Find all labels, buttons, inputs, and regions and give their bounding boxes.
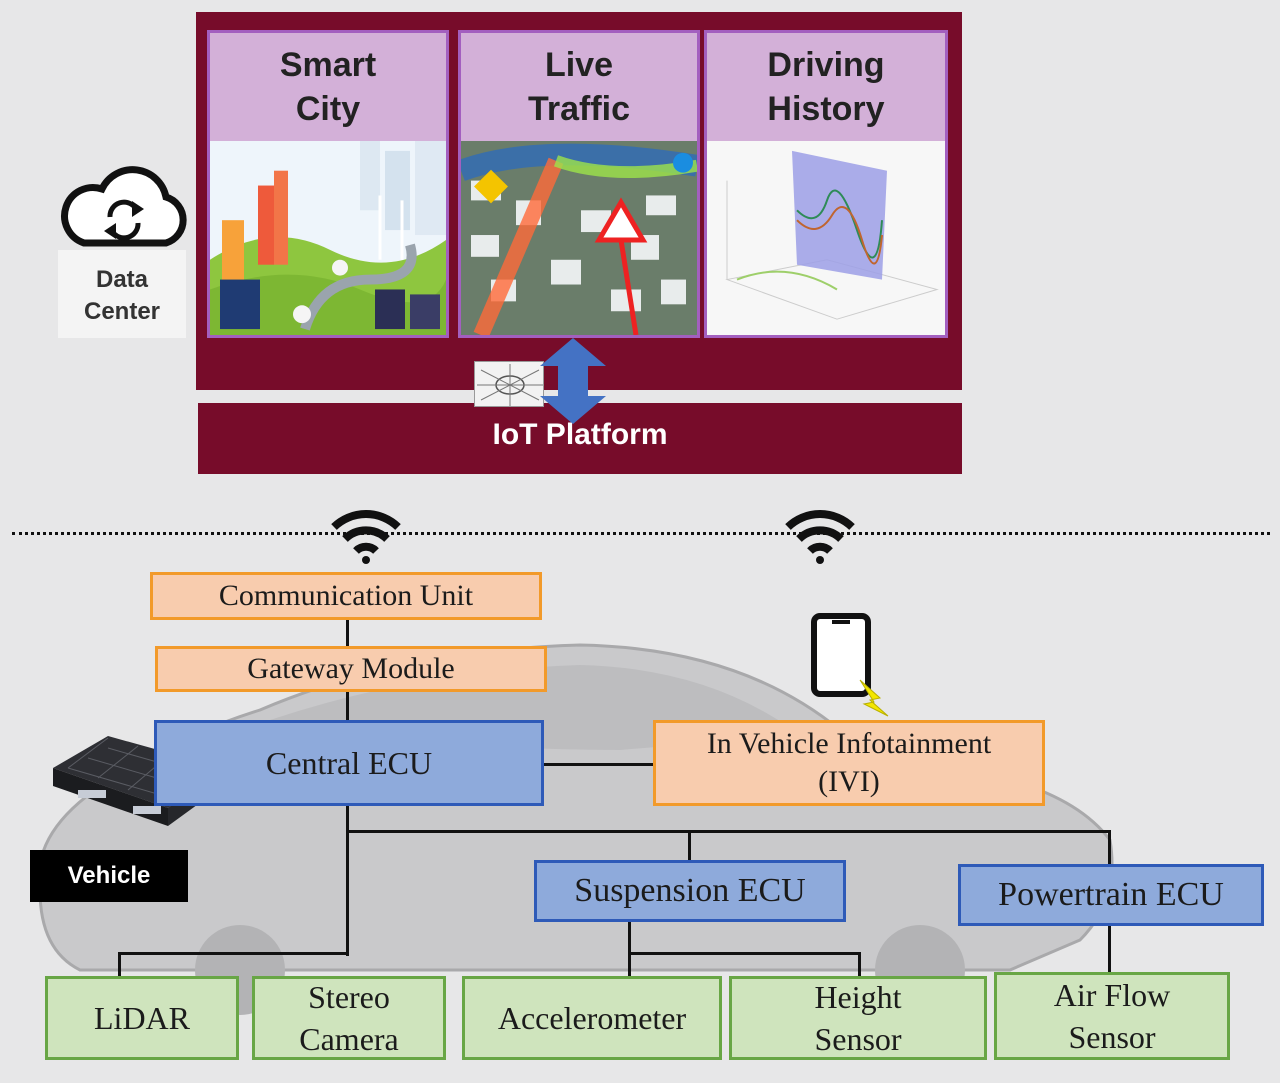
smartphone-icon <box>811 613 889 717</box>
cloud-sync-icon <box>61 166 187 247</box>
live-traffic-map <box>461 141 697 335</box>
connector-line <box>1108 830 1111 866</box>
smart-city-title: Smart City <box>210 33 446 141</box>
wifi-icon <box>331 510 401 564</box>
connector-line <box>346 830 1110 833</box>
driving-history-panel: Driving History <box>704 30 948 338</box>
live-traffic-panel: Live Traffic <box>458 30 700 338</box>
height-sensor-box: Height Sensor <box>729 976 987 1060</box>
connector-line <box>346 690 349 722</box>
smart-city-illustration <box>210 141 446 335</box>
live-traffic-title: Live Traffic <box>461 33 697 141</box>
connector-line <box>346 804 349 956</box>
connector-line <box>858 952 861 978</box>
connector-line <box>1108 926 1111 976</box>
communication-unit-box: Communication Unit <box>150 572 542 620</box>
stereo-camera-sensor-box: Stereo Camera <box>252 976 446 1060</box>
vehicle-label: Vehicle <box>30 850 188 902</box>
connector-line <box>346 618 349 650</box>
network-hub-icon <box>474 361 544 407</box>
ivi-box: In Vehicle Infotainment (IVI) <box>653 720 1045 806</box>
iot-platform-label: IoT Platform <box>492 418 668 451</box>
connector-line <box>118 952 349 955</box>
suspension-ecu-box: Suspension ECU <box>534 860 846 922</box>
central-ecu-box: Central ECU <box>154 720 544 806</box>
connector-line <box>688 830 691 862</box>
gateway-module-box: Gateway Module <box>155 646 547 692</box>
cloud-vehicle-separator <box>12 532 1270 535</box>
air-flow-sensor-box: Air Flow Sensor <box>994 972 1230 1060</box>
driving-history-title: Driving History <box>707 33 945 141</box>
connector-line <box>628 952 860 955</box>
lidar-sensor-box: LiDAR <box>45 976 239 1060</box>
connector-line <box>543 763 655 766</box>
bidirectional-arrow-icon <box>540 338 606 424</box>
wifi-icon <box>785 510 855 564</box>
accelerometer-sensor-box: Accelerometer <box>462 976 722 1060</box>
connector-line <box>118 952 121 978</box>
smart-city-panel: Smart City <box>207 30 449 338</box>
connector-line <box>628 922 631 977</box>
data-center-label: Data Center <box>58 250 186 338</box>
driving-history-3d-plot <box>707 141 945 335</box>
powertrain-ecu-box: Powertrain ECU <box>958 864 1264 926</box>
